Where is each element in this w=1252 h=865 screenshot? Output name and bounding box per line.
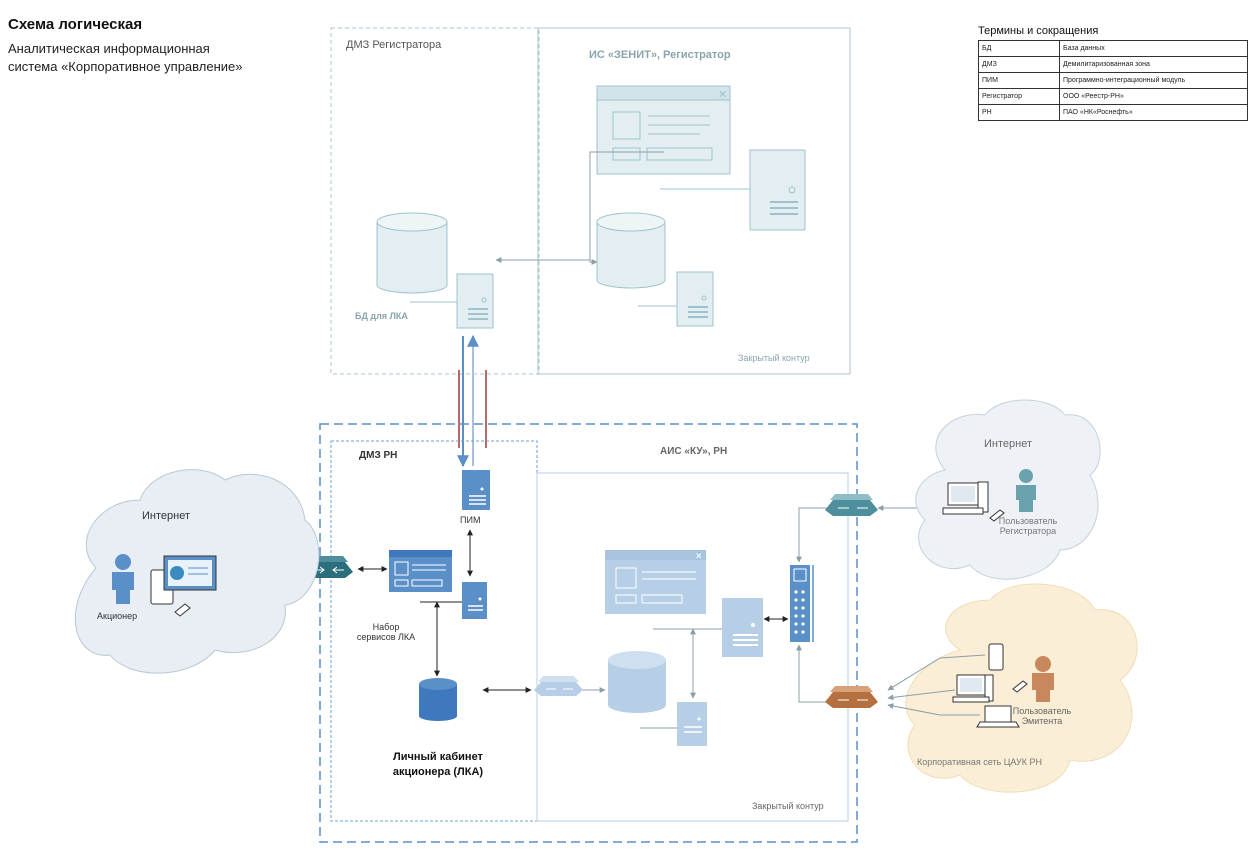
lka-services-label: Набор сервисов ЛКА: [356, 622, 416, 642]
internet-right-label: Интернет: [984, 438, 1032, 450]
issuer-user-label: Пользователь Эмитента: [1010, 706, 1074, 726]
zenit-zone: [537, 27, 851, 375]
issuer-computer-icon: [952, 674, 994, 703]
pim-server-icon: [462, 470, 490, 510]
issuer-router-icon: [825, 686, 878, 708]
dmz-registrator-server-icon: [456, 273, 494, 329]
dmz-registrator-label: ДМЗ Регистратора: [346, 39, 442, 51]
ais-ku-router-icon: [534, 676, 583, 696]
svg-text:✕: ✕: [718, 89, 727, 101]
ais-ku-label: АИС «КУ», РН: [660, 446, 728, 457]
issuer-user-line-1: Пользователь: [1012, 706, 1072, 716]
pim-label: ПИМ: [460, 515, 481, 525]
ais-ku-database-icon: [608, 651, 666, 713]
ais-ku-small-server-icon: [677, 702, 707, 746]
dmz-rn-label: ДМЗ РН: [359, 450, 398, 461]
lka-line-2: акционера (ЛКА): [392, 766, 484, 778]
registrator-user-label: Пользователь Регистратора: [996, 516, 1060, 536]
internet-cloud-right: [915, 399, 1101, 580]
subtitle-line-1: Аналитическая информационная: [8, 41, 210, 56]
db-lka-label: БД для ЛКА: [355, 311, 408, 321]
subtitle-line-2: система «Корпоративное управление»: [8, 59, 243, 74]
phone-tablet-icon: [150, 555, 217, 617]
dmz-registrator-zone: [330, 27, 540, 375]
shareholder-label: Акционер: [97, 611, 138, 621]
network-switch-icon: [790, 565, 814, 642]
lka-database-icon: [419, 678, 457, 721]
svg-text:✕: ✕: [695, 551, 703, 561]
registrator-user-line-2: Регистратора: [999, 526, 1057, 536]
zenit-app-window-icon: ✕: [596, 85, 731, 175]
lka-services-window-icon: [389, 550, 452, 592]
registrator-user-icon: [1016, 469, 1036, 512]
lka-services-line-1: Набор: [372, 622, 400, 632]
zenit-server-icon: [749, 149, 806, 231]
terms-title: Термины и сокращения: [978, 25, 1099, 37]
diagram-title: Схема логическая: [8, 16, 143, 33]
ais-ku-zone: [536, 472, 849, 822]
zenit-database-icon: [596, 212, 666, 289]
registrator-user-line-1: Пользователь: [998, 516, 1058, 526]
issuer-phone-icon: [988, 643, 1004, 671]
registrator-computer-icon: [942, 481, 1005, 522]
issuer-user-line-2: Эмитента: [1021, 716, 1063, 726]
closed-contour-bottom-label: Закрытый контур: [752, 801, 824, 811]
registrator-router-icon: [825, 494, 878, 516]
rn-outer-zone: [319, 423, 858, 843]
issuer-user-icon: [1032, 656, 1054, 702]
lka-label: Личный кабинет акционера (ЛКА): [384, 750, 492, 780]
dmz-lka-database-icon: [376, 212, 448, 294]
lka-services-server-icon: [462, 582, 487, 619]
ais-ku-server-icon: [722, 598, 763, 657]
lka-line-1: Личный кабинет: [393, 751, 483, 763]
internet-left-label: Интернет: [142, 510, 190, 522]
ais-ku-window-icon: ✕: [605, 550, 706, 614]
definition-cell: ПАО «НК«Роснефть»: [1059, 104, 1248, 121]
shareholder-person-icon: [112, 554, 134, 604]
lka-services-line-2: сервисов ЛКА: [356, 632, 416, 642]
zenit-small-server-icon: [676, 271, 714, 327]
closed-contour-top-label: Закрытый контур: [738, 353, 810, 363]
issuer-laptop-icon: [976, 705, 1020, 728]
diagram-subtitle: Аналитическая информационная система «Ко…: [8, 40, 298, 76]
corporate-network-label: Корпоративная сеть ЦАУК РН: [917, 757, 1042, 767]
is-zenit-label: ИС «ЗЕНИТ», Регистратор: [589, 49, 731, 61]
